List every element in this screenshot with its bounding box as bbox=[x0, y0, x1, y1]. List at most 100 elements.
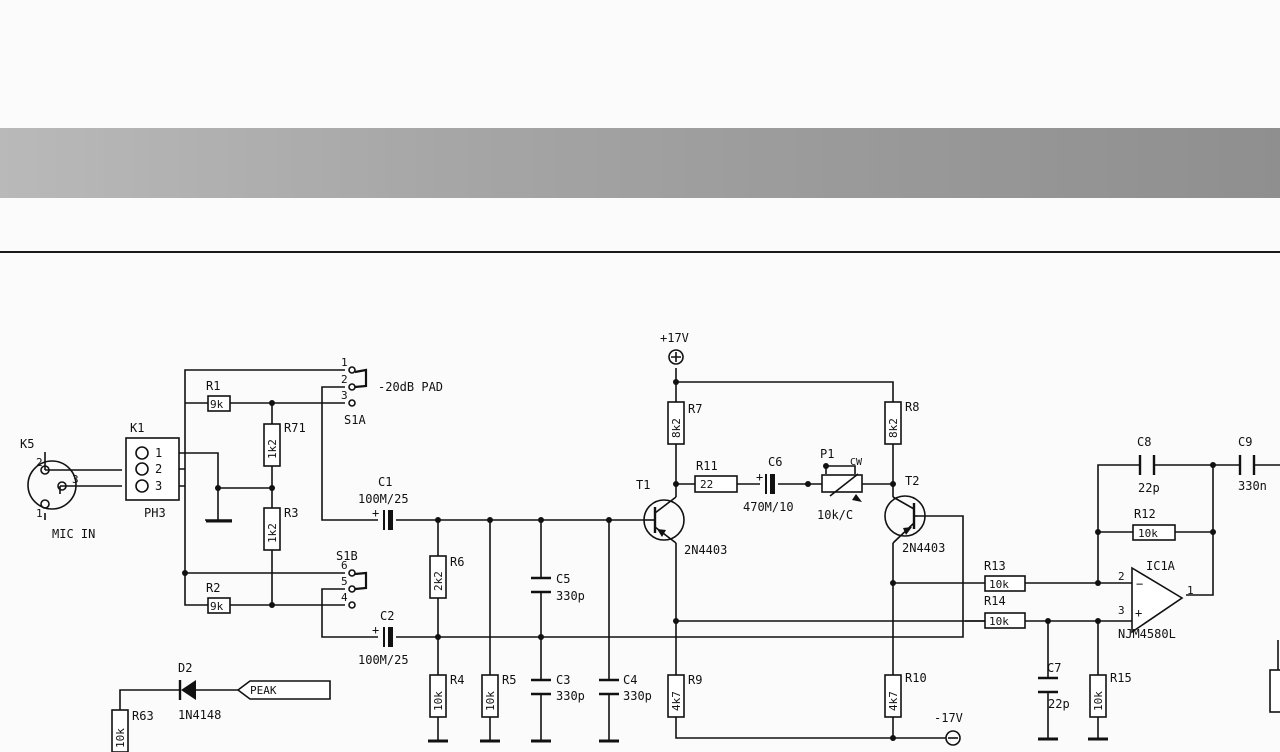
k1-pin2-label: 2 bbox=[155, 462, 162, 476]
mic-in-label: MIC IN bbox=[52, 527, 95, 541]
r5-label: R5 bbox=[502, 673, 516, 687]
header-band bbox=[0, 128, 1280, 198]
s1b-label: S1B bbox=[336, 549, 358, 563]
vpos-label: +17V bbox=[660, 331, 689, 345]
s1b-pin5: 5 bbox=[341, 575, 348, 588]
r8-label: R8 bbox=[905, 400, 919, 414]
s1a-pin1: 1 bbox=[341, 356, 348, 369]
edge-resistor bbox=[1269, 640, 1280, 713]
peak-tag: PEAK bbox=[236, 680, 331, 700]
r7-value: 8k2 bbox=[670, 418, 683, 438]
header-rule bbox=[0, 251, 1280, 253]
peak-label: PEAK bbox=[250, 684, 277, 697]
r63-label: R63 bbox=[132, 709, 154, 723]
r63-resistor: 10k R63 bbox=[111, 709, 154, 752]
r9-value: 4k7 bbox=[670, 691, 683, 711]
k1-pin3-label: 3 bbox=[155, 479, 162, 493]
k5-pin1-label: 1 bbox=[36, 507, 43, 520]
s1b-pin4: 4 bbox=[341, 591, 348, 604]
r14-label: R14 bbox=[984, 594, 1006, 608]
p1-cw: CW bbox=[850, 457, 863, 468]
r9-resistor: 4k7 R9 bbox=[667, 673, 702, 718]
c9-label: C9 bbox=[1238, 435, 1252, 449]
r63-value: 10k bbox=[114, 728, 127, 748]
r10-value: 4k7 bbox=[887, 691, 900, 711]
p1-label: P1 bbox=[820, 447, 834, 461]
s1a-label: S1A bbox=[344, 413, 366, 427]
r1-resistor: 9k R1 bbox=[206, 379, 231, 412]
c1-label: C1 bbox=[378, 475, 392, 489]
s1a-pin2: 2 bbox=[341, 373, 348, 386]
vneg-supply: -17V bbox=[934, 711, 963, 746]
c6-label: C6 bbox=[768, 455, 782, 469]
c2-label: C2 bbox=[380, 609, 394, 623]
d2-diode: D2 1N4148 bbox=[178, 661, 221, 722]
r11-value: 22 bbox=[700, 478, 713, 491]
p1-potentiometer: P1 CW 10k/C bbox=[817, 447, 863, 522]
t2-transistor: T2 2N4403 bbox=[884, 474, 945, 555]
s1b-pin6: 6 bbox=[341, 559, 348, 572]
c4-label: C4 bbox=[623, 673, 637, 687]
c2-capacitor: + C2 100M/25 bbox=[358, 609, 409, 667]
r8-resistor: 8k2 R8 bbox=[884, 400, 919, 445]
c2-plus: + bbox=[372, 623, 379, 637]
s1b-switch: 6 5 4 S1B bbox=[336, 549, 368, 609]
k1-pin1-label: 1 bbox=[155, 446, 162, 460]
c6-value: 470M/10 bbox=[743, 500, 794, 514]
c4-value: 330p bbox=[623, 689, 652, 703]
ground-bars bbox=[428, 737, 1108, 743]
ic1a-minus: − bbox=[1136, 577, 1143, 591]
s1a-switch: 1 2 3 S1A -20dB PAD bbox=[341, 356, 443, 427]
c6-plus: + bbox=[756, 470, 763, 484]
t1-transistor: T1 2N4403 bbox=[636, 478, 727, 557]
r2-resistor: 9k R2 bbox=[206, 581, 231, 614]
t2-label: T2 bbox=[905, 474, 919, 488]
c8-label: C8 bbox=[1137, 435, 1151, 449]
c3-label: C3 bbox=[556, 673, 570, 687]
t2-type: 2N4403 bbox=[902, 541, 945, 555]
c1-plus: + bbox=[372, 506, 379, 520]
k5-pin2-label: 2 bbox=[36, 456, 43, 469]
r10-label: R10 bbox=[905, 671, 927, 685]
c1-capacitor: + C1 100M/25 bbox=[358, 475, 409, 530]
r15-resistor: 10k R15 bbox=[1089, 671, 1132, 718]
r6-label: R6 bbox=[450, 555, 464, 569]
c9-value: 330n bbox=[1238, 479, 1267, 493]
r11-label: R11 bbox=[696, 459, 718, 473]
c1-value: 100M/25 bbox=[358, 492, 409, 506]
r5-resistor: 10k R5 bbox=[481, 673, 516, 718]
d2-type: 1N4148 bbox=[178, 708, 221, 722]
r14-value: 10k bbox=[989, 615, 1009, 628]
r3-label: R3 bbox=[284, 506, 298, 520]
r3-resistor: 1k2 R3 bbox=[263, 506, 298, 551]
r9-label: R9 bbox=[688, 673, 702, 687]
c7-label: C7 bbox=[1047, 661, 1061, 675]
vneg-label: -17V bbox=[934, 711, 963, 725]
d2-label: D2 bbox=[178, 661, 192, 675]
r71-value: 1k2 bbox=[266, 439, 279, 459]
c3-value: 330p bbox=[556, 689, 585, 703]
c7-capacitor: C7 22p bbox=[1038, 661, 1070, 711]
t1-label: T1 bbox=[636, 478, 650, 492]
r14-resistor: 10k R14 bbox=[984, 594, 1026, 629]
ic1a-opamp: − + 2 3 1 IC1A NJM4580L bbox=[1118, 559, 1194, 641]
s1a-pin3: 3 bbox=[341, 389, 348, 402]
r8-value: 8k2 bbox=[887, 418, 900, 438]
r71-resistor: 1k2 R71 bbox=[263, 421, 306, 467]
ic1a-pin3: 3 bbox=[1118, 604, 1125, 617]
r12-resistor: 10k R12 bbox=[1132, 507, 1176, 541]
ic1a-pin2: 2 bbox=[1118, 570, 1125, 583]
r4-resistor: 10k R4 bbox=[429, 673, 464, 718]
r4-value: 10k bbox=[432, 691, 445, 711]
r12-label: R12 bbox=[1134, 507, 1156, 521]
r2-value: 9k bbox=[210, 600, 224, 613]
k1-header: K1 1 2 3 PH3 bbox=[125, 421, 180, 520]
r6-value: 2k2 bbox=[432, 571, 445, 591]
c4-capacitor: C4 330p bbox=[599, 673, 652, 703]
r12-value: 10k bbox=[1138, 527, 1158, 540]
r10-resistor: 4k7 R10 bbox=[884, 671, 927, 718]
r13-resistor: 10k R13 bbox=[984, 559, 1026, 592]
r13-label: R13 bbox=[984, 559, 1006, 573]
ic1a-plus: + bbox=[1135, 606, 1142, 620]
